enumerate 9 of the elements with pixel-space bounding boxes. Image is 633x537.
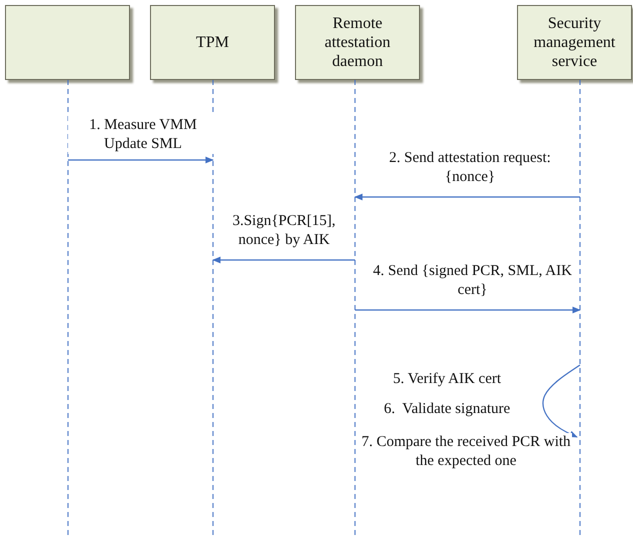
participant-name: Remote attestation daemon <box>324 14 392 72</box>
message-arrow <box>542 364 580 438</box>
participant-name: TPM <box>196 32 229 52</box>
message-arrow <box>354 194 580 200</box>
message-arrow <box>212 256 355 264</box>
message-arrow <box>68 156 214 164</box>
step-text: 7. Compare the received PCR with the expected one <box>360 433 572 470</box>
message-arrow <box>355 306 581 314</box>
participant-name: Security management service <box>532 14 616 72</box>
